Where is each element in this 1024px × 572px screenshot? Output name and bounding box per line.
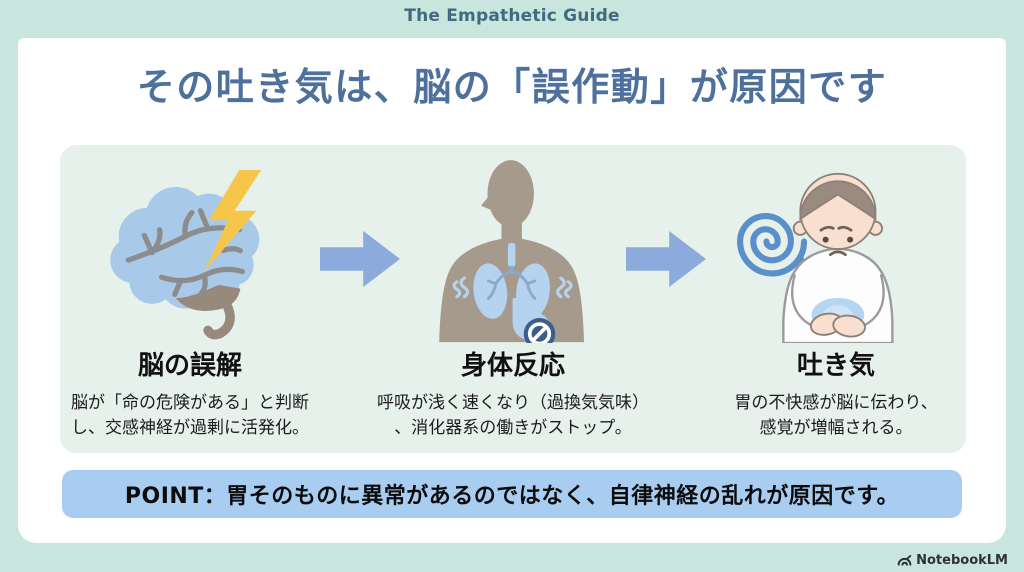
step-description: 胃の不快感が脳に伝わり、 感覚が増幅される。 [734, 393, 938, 438]
notebooklm-logo-icon [897, 554, 912, 567]
step-label: 吐き気 [796, 351, 875, 381]
body-lungs-stomach-icon [416, 145, 611, 343]
point-text: POINT：胃そのものに異常があるのではなく、自律神経の乱れが原因です。 [124, 484, 900, 509]
step-description: 呼吸が浅く速くなり（過換気気味） 、消化器系の働きがストップ。 [377, 393, 649, 438]
brand-name: NotebookLM [916, 553, 1008, 568]
step-brain: 脳の誤解 脳が「命の危険がある」と判断 し、交感神経が過剰に活発化。 [60, 145, 320, 440]
step-description: 脳が「命の危険がある」と判断 し、交感神経が過剰に活発化。 [71, 393, 309, 438]
point-banner: POINT：胃そのものに異常があるのではなく、自律神経の乱れが原因です。 [62, 470, 962, 518]
flow-arrow-icon [626, 231, 706, 287]
nauseous-person-icon [730, 145, 942, 343]
slide-title: その吐き気は、脳の「誤作動」が原因です [136, 65, 888, 109]
flow-panel: 脳の誤解 脳が「命の危険がある」と判断 し、交感神経が過剰に活発化。 [60, 145, 966, 453]
slide-card: その吐き気は、脳の「誤作動」が原因です [18, 38, 1006, 543]
flow-arrow-icon [320, 231, 400, 287]
step-body: 身体反応 呼吸が浅く速くなり（過換気気味） 、消化器系の働きがストップ。 [377, 145, 649, 440]
step-label: 脳の誤解 [137, 351, 242, 381]
step-person: 吐き気 胃の不快感が脳に伝わり、 感覚が増幅される。 [706, 145, 966, 440]
brand-footer: NotebookLM [897, 553, 1008, 568]
brain-lightning-icon [95, 145, 285, 343]
step-label: 身体反応 [460, 351, 565, 381]
deck-title: The Empathetic Guide [404, 6, 620, 26]
